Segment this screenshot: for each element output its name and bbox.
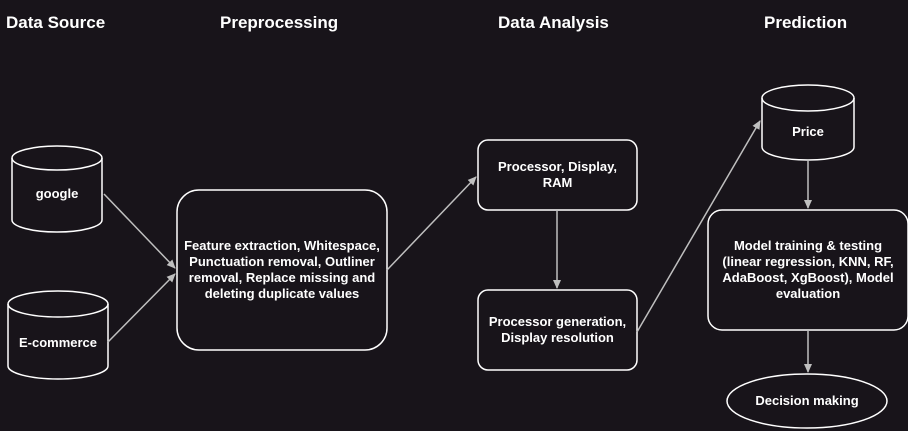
decision-ellipse <box>726 373 888 429</box>
node-feature-generation: Processor generation, Display resolution <box>488 314 627 345</box>
node-decision: Decision making <box>755 393 859 408</box>
node-price: Price <box>792 124 824 139</box>
heading-prediction: Prediction <box>764 13 848 32</box>
node-features: Processor, Display, RAM <box>498 159 617 190</box>
heading-data-source: Data Source <box>6 13 106 32</box>
arrow-google-to-preprocessing <box>103 193 176 269</box>
arrow-ecommerce-to-preprocessing <box>107 273 176 343</box>
node-google: google <box>35 186 79 201</box>
node-preprocessing-steps: Feature extraction, Whitespace, Punctuat… <box>184 238 380 301</box>
google-cylinder <box>11 145 103 233</box>
node-ecommerce: E-commerce <box>18 335 98 350</box>
node-model: Model training & testing (linear regress… <box>722 238 894 301</box>
arrow-generation-to-price <box>636 120 761 333</box>
heading-preprocessing: Preprocessing <box>220 13 339 32</box>
heading-data-analysis: Data Analysis <box>498 13 609 32</box>
ecommerce-cylinder <box>7 290 109 380</box>
arrow-preprocessing-to-features <box>386 176 477 271</box>
feature-generation-box <box>477 289 638 371</box>
